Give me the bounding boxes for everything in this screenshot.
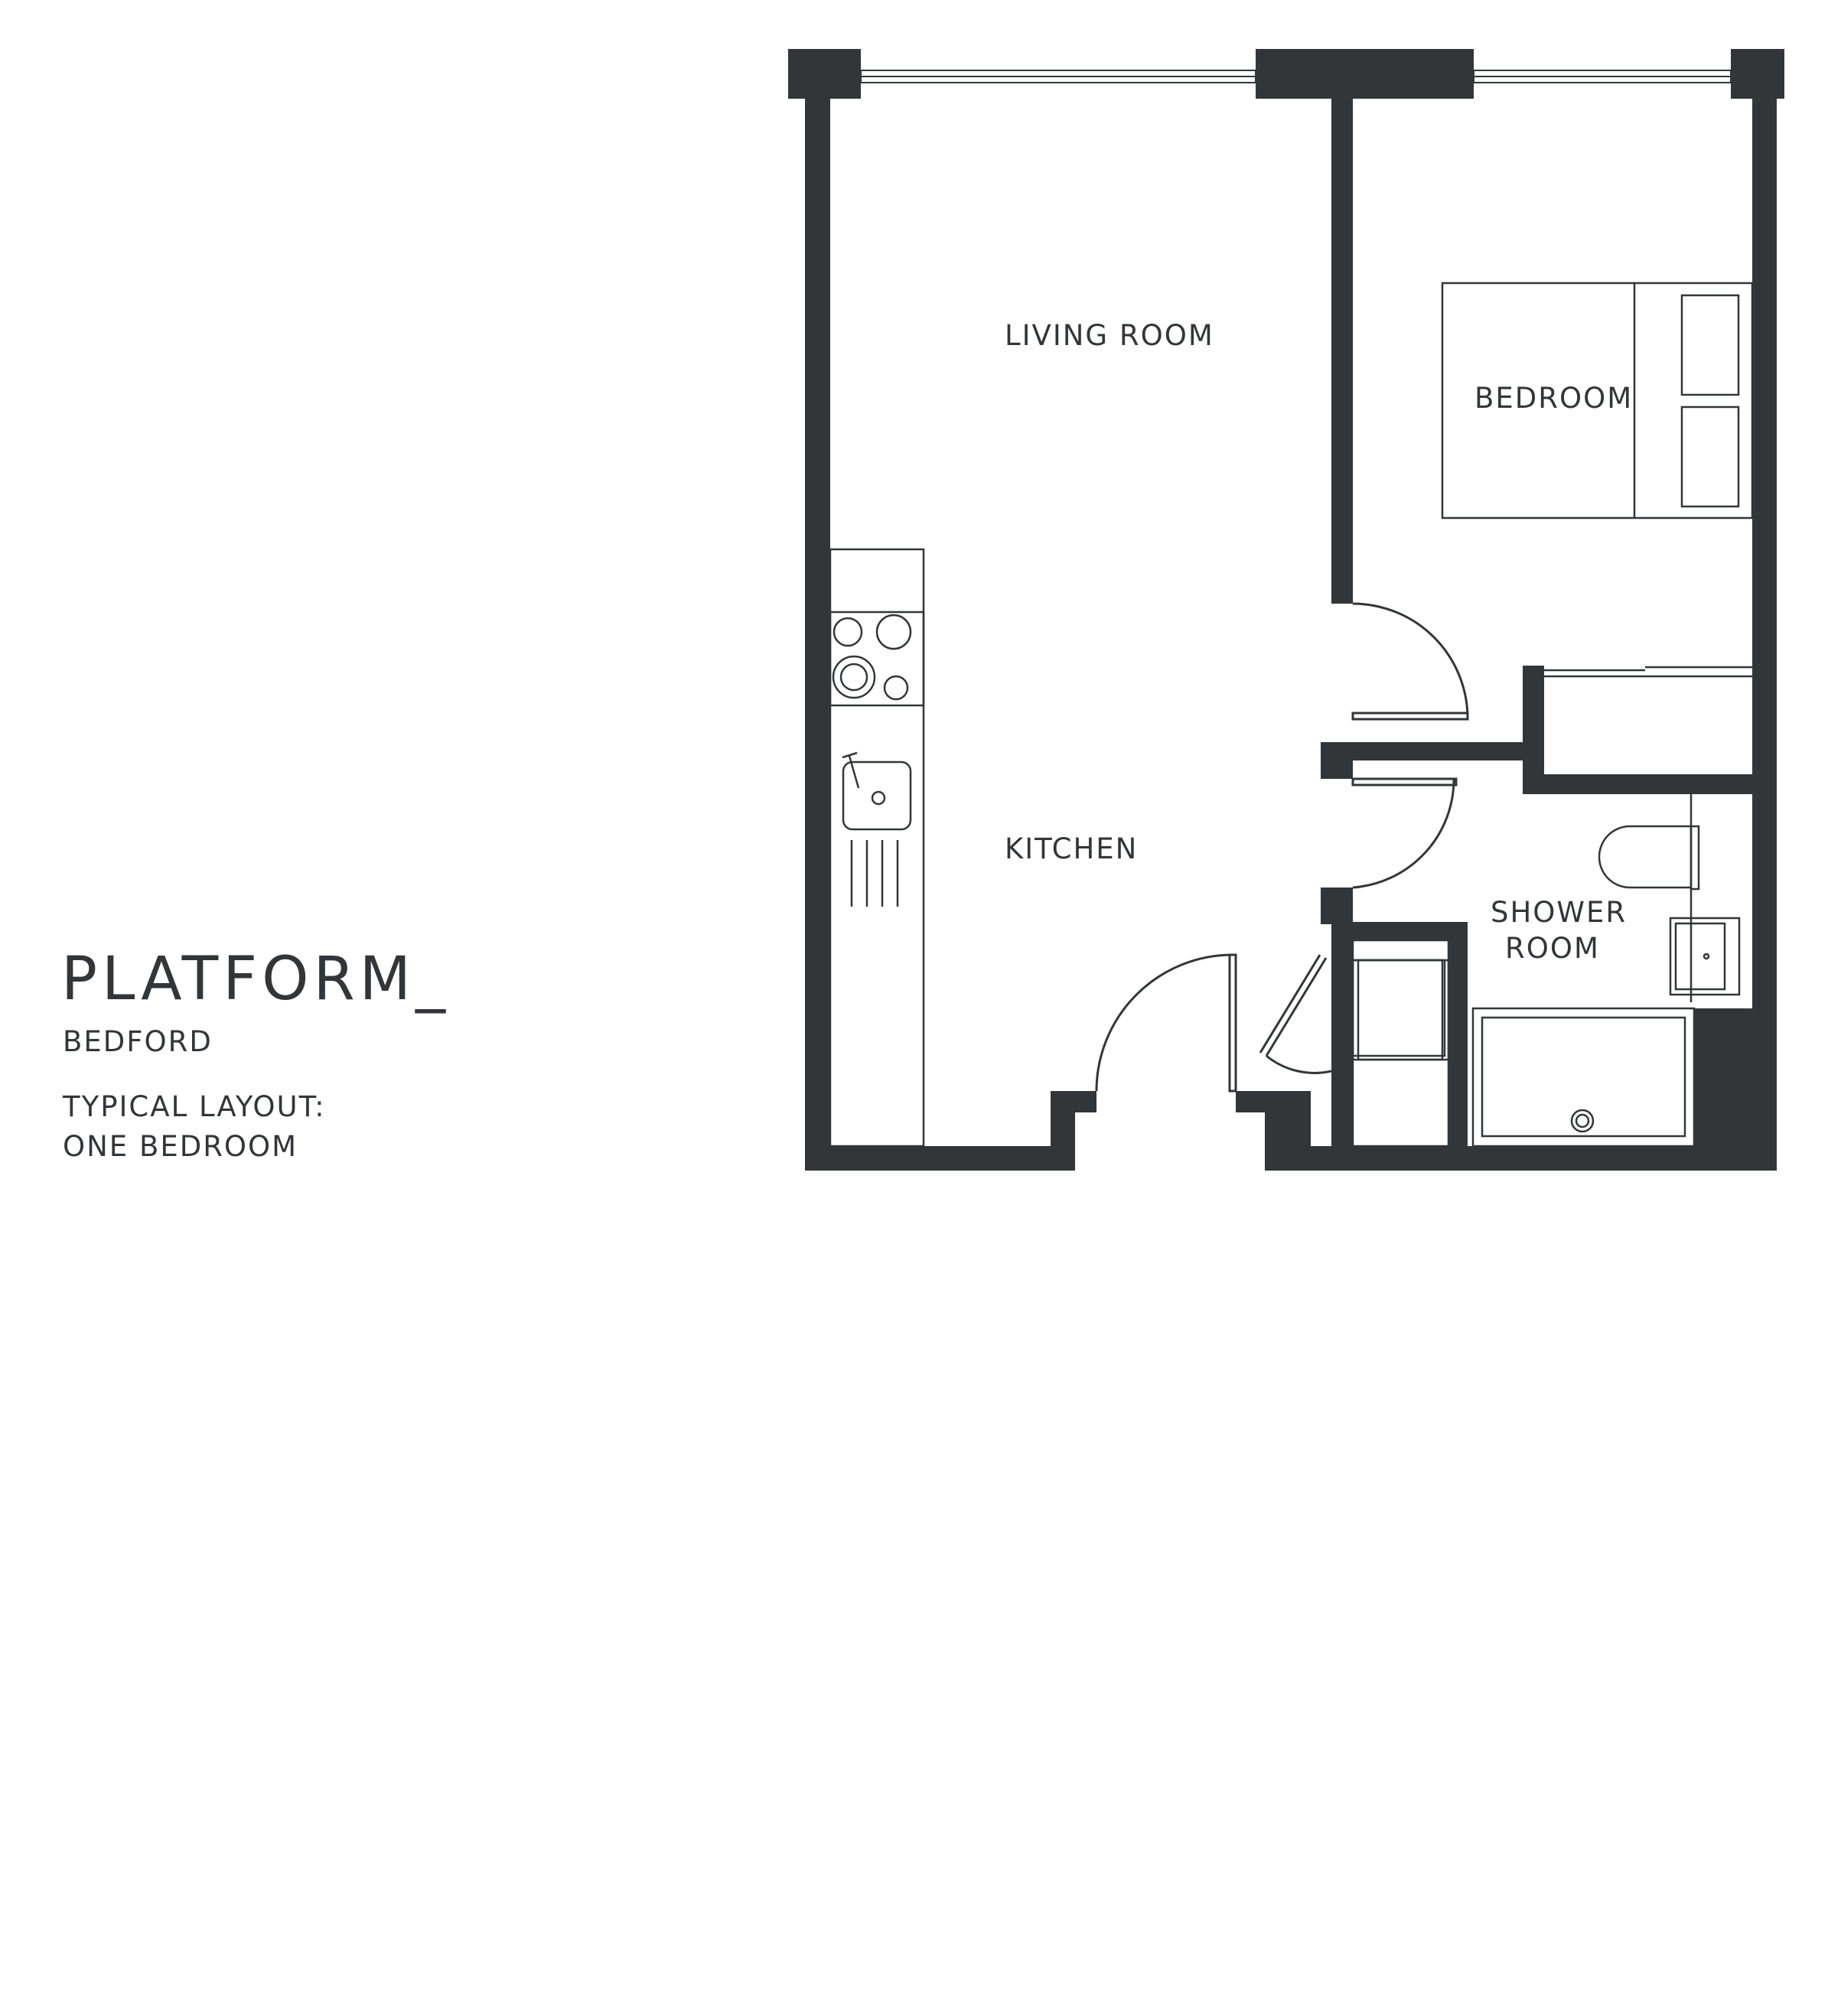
layout-title: TYPICAL LAYOUT:	[63, 1090, 326, 1123]
basin	[1669, 917, 1741, 996]
layout-type: ONE BEDROOM	[63, 1130, 298, 1163]
bedroom-label: BEDROOM	[1474, 382, 1633, 415]
toilet	[1598, 825, 1691, 889]
hob	[829, 611, 925, 707]
shower-room-label-1: SHOWER	[1491, 896, 1627, 929]
brand-block: PLATFORM_ BEDFORD TYPICAL LAYOUT: ONE BE…	[61, 945, 520, 2016]
fixtures	[829, 282, 1754, 1148]
doors	[1095, 602, 1469, 1093]
kitchen-counter	[829, 548, 925, 1148]
room-labels: LIVING ROOM BEDROOM KITCHEN SHOWER ROOM	[1005, 319, 1633, 965]
location-label: BEDFORD	[63, 1025, 213, 1058]
boiler-cupboard	[1357, 959, 1444, 1061]
floor-plan: LIVING ROOM BEDROOM KITCHEN SHOWER ROOM	[788, 49, 1784, 1171]
kitchen-label: KITCHEN	[1005, 832, 1138, 865]
shower-room-label-2: ROOM	[1505, 932, 1600, 965]
living-room-label: LIVING ROOM	[1005, 319, 1214, 352]
shower-tray	[1471, 1007, 1696, 1148]
sink	[842, 760, 912, 831]
bed	[1441, 282, 1754, 519]
windows	[860, 70, 1732, 83]
walls	[788, 49, 1784, 1171]
platform-logo: PLATFORM_	[61, 945, 450, 1014]
